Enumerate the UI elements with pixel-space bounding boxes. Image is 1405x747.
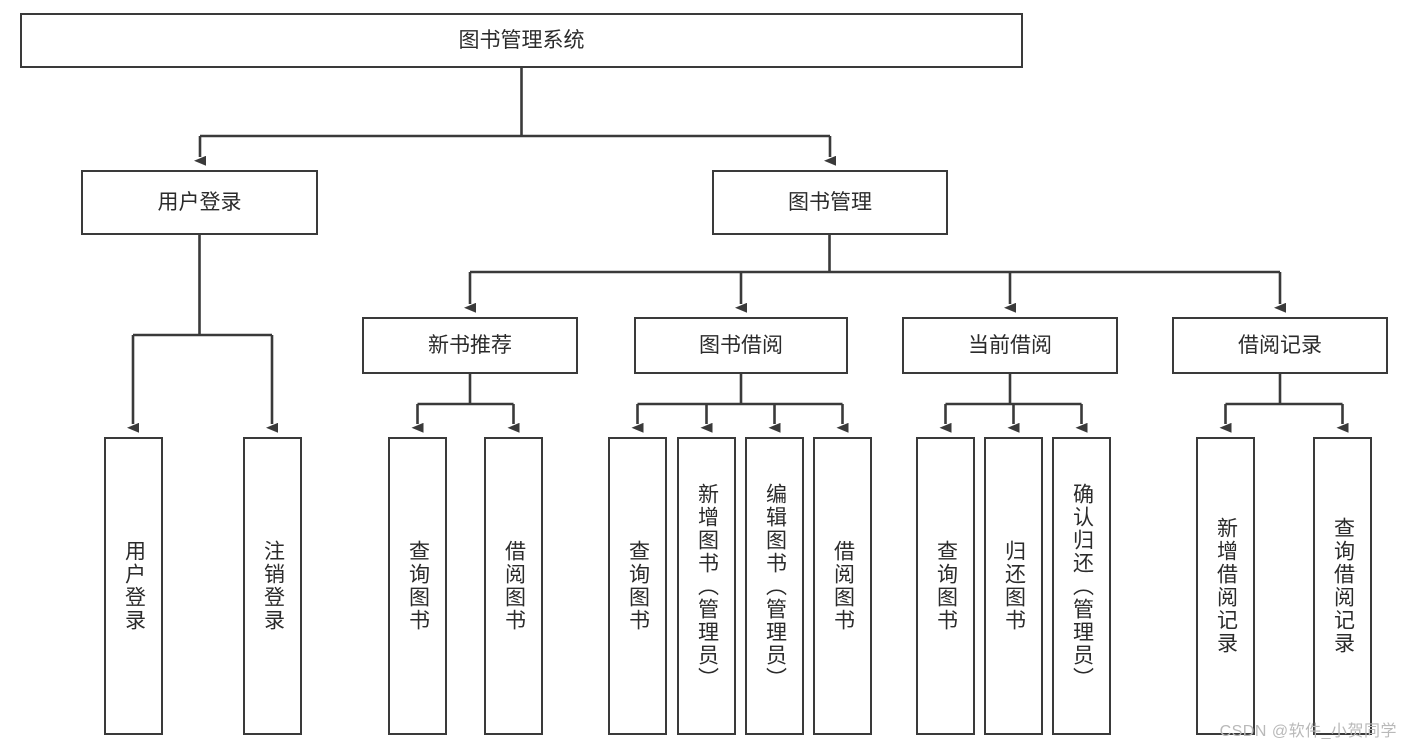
node-leaf-return-book-label: 归还图书 xyxy=(1002,540,1026,632)
node-borrow-record[interactable]: 借阅记录 xyxy=(1172,317,1388,374)
node-current-borrow[interactable]: 当前借阅 xyxy=(902,317,1118,374)
node-leaf-add-record[interactable]: 新增借阅记录 xyxy=(1196,437,1255,735)
node-borrow-record-label: 借阅记录 xyxy=(1238,333,1322,357)
node-leaf-confirm-return-label: 确认归还（管理员） xyxy=(1070,482,1094,690)
node-leaf-user-login-label: 用户登录 xyxy=(122,540,146,632)
node-leaf-query-book-2[interactable]: 查询图书 xyxy=(608,437,667,735)
node-leaf-query-book-3[interactable]: 查询图书 xyxy=(916,437,975,735)
node-leaf-confirm-return[interactable]: 确认归还（管理员） xyxy=(1052,437,1111,735)
node-leaf-add-record-label: 新增借阅记录 xyxy=(1214,517,1238,655)
node-leaf-edit-book-label: 编辑图书（管理员） xyxy=(763,482,787,690)
node-root-label: 图书管理系统 xyxy=(458,28,585,52)
node-user-login-label: 用户登录 xyxy=(157,190,242,214)
node-leaf-borrow-book-1-label: 借阅图书 xyxy=(502,540,526,632)
node-user-login[interactable]: 用户登录 xyxy=(81,170,318,235)
node-leaf-borrow-book-1[interactable]: 借阅图书 xyxy=(484,437,543,735)
node-book-management[interactable]: 图书管理 xyxy=(712,170,948,235)
node-leaf-query-book-2-label: 查询图书 xyxy=(626,540,650,632)
node-new-book-recommend[interactable]: 新书推荐 xyxy=(362,317,578,374)
node-leaf-add-book-label: 新增图书（管理员） xyxy=(695,482,719,690)
watermark-text: CSDN @软件_小贺同学 xyxy=(1219,723,1397,740)
node-leaf-query-record-label: 查询借阅记录 xyxy=(1331,517,1355,655)
node-current-borrow-label: 当前借阅 xyxy=(968,333,1052,357)
node-book-borrow-label: 图书借阅 xyxy=(699,333,783,357)
node-leaf-borrow-book-2-label: 借阅图书 xyxy=(831,540,855,632)
node-leaf-borrow-book-2[interactable]: 借阅图书 xyxy=(813,437,872,735)
node-book-borrow[interactable]: 图书借阅 xyxy=(634,317,848,374)
node-leaf-logout-label: 注销登录 xyxy=(261,540,285,632)
node-leaf-query-book-1[interactable]: 查询图书 xyxy=(388,437,447,735)
node-book-management-label: 图书管理 xyxy=(788,190,872,214)
node-leaf-user-login[interactable]: 用户登录 xyxy=(104,437,163,735)
node-leaf-logout[interactable]: 注销登录 xyxy=(243,437,302,735)
node-leaf-add-book[interactable]: 新增图书（管理员） xyxy=(677,437,736,735)
node-leaf-query-book-1-label: 查询图书 xyxy=(406,540,430,632)
node-new-book-recommend-label: 新书推荐 xyxy=(428,333,512,357)
node-leaf-query-record[interactable]: 查询借阅记录 xyxy=(1313,437,1372,735)
node-leaf-return-book[interactable]: 归还图书 xyxy=(984,437,1043,735)
node-root-system[interactable]: 图书管理系统 xyxy=(20,13,1023,68)
node-leaf-query-book-3-label: 查询图书 xyxy=(934,540,958,632)
node-leaf-edit-book[interactable]: 编辑图书（管理员） xyxy=(745,437,804,735)
